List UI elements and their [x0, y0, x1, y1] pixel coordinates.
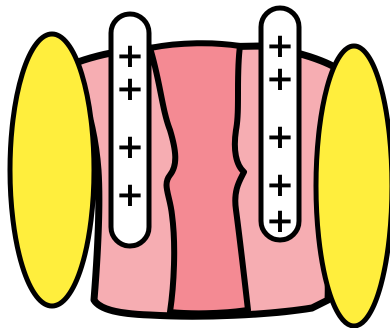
charge-symbol: + — [266, 201, 295, 241]
left-yellow-lobe — [10, 34, 94, 306]
charge-symbol: + — [266, 59, 295, 99]
charge-symbol: + — [266, 165, 295, 205]
charge-symbol: + — [116, 69, 145, 109]
charge-symbol: + — [266, 117, 295, 157]
charge-symbol: + — [116, 127, 145, 167]
right-yellow-lobe — [316, 46, 390, 326]
charge-symbol: + — [116, 175, 145, 215]
right-strip-charges: + + + + + — [266, 26, 295, 241]
